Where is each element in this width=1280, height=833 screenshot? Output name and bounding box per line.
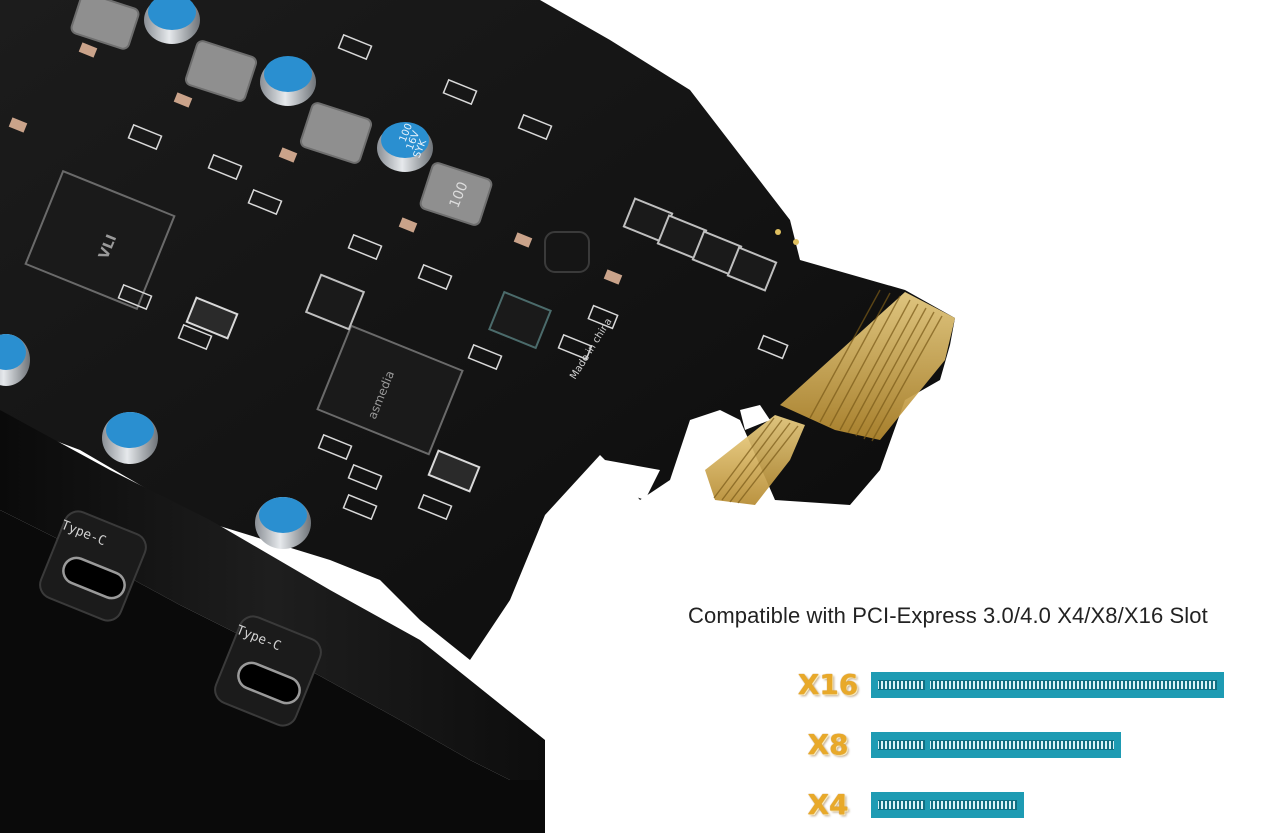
- indicator-leds: [775, 229, 799, 245]
- slot-x16-diagram: [871, 672, 1224, 698]
- gold-fingers: [705, 289, 955, 505]
- slot-label-x16: X16: [797, 668, 859, 701]
- small-chip: [488, 231, 590, 350]
- slot-x8-diagram: [871, 732, 1121, 758]
- capacitors: [0, 0, 433, 549]
- controller-chip-asmedia: [316, 324, 464, 456]
- io-bracket: [0, 410, 545, 780]
- resistors: [8, 42, 623, 285]
- smd-components: [117, 33, 789, 521]
- slot-label-x4: X4: [807, 788, 849, 821]
- slot-x4-diagram: [871, 792, 1024, 818]
- usb-c-port-1: [39, 510, 147, 622]
- inductors: [70, 0, 493, 226]
- usb-c-port-2: [214, 615, 322, 727]
- compatibility-caption: Compatible with PCI-Express 3.0/4.0 X4/X…: [688, 603, 1208, 628]
- slot-label-x8: X8: [807, 728, 849, 761]
- controller-chip-vli: [24, 169, 176, 311]
- mosfets: [304, 197, 778, 331]
- crystals: [185, 296, 481, 493]
